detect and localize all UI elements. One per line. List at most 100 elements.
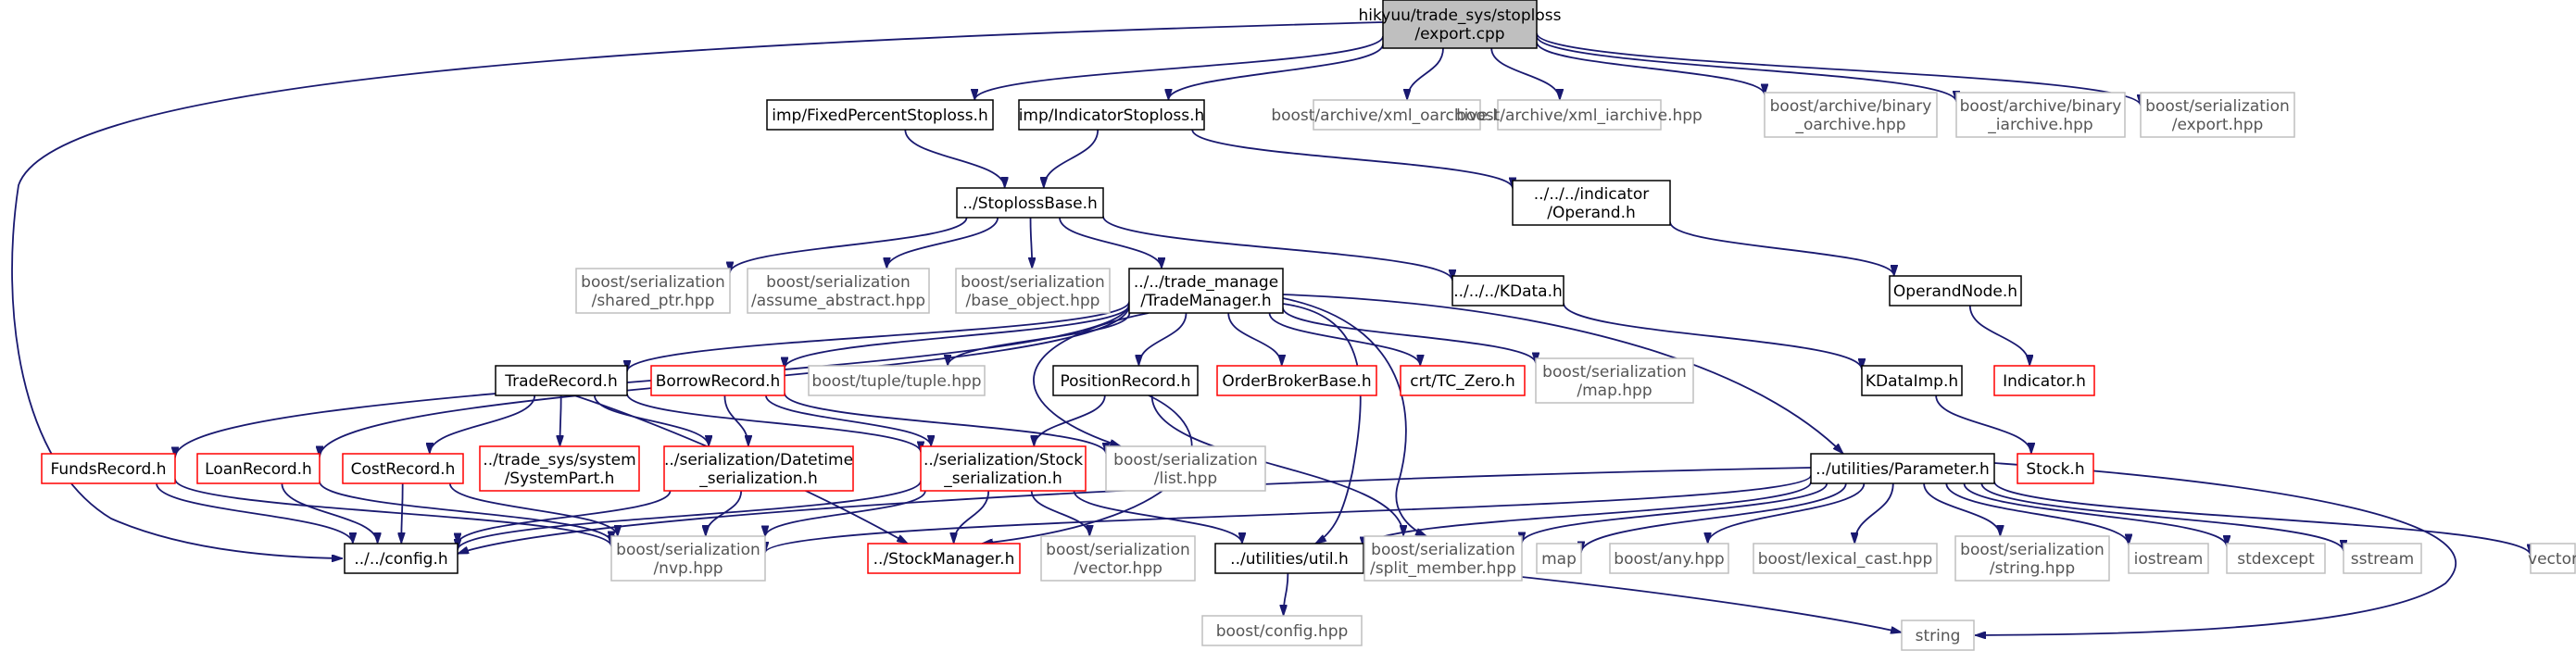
- edge-trademanager-to-parameter: [1282, 294, 1843, 454]
- node-box: [1040, 535, 1196, 582]
- node-label: iostream: [2134, 550, 2204, 569]
- node-trademanager[interactable]: ../../trade_manage/TradeManager.h: [1128, 268, 1284, 314]
- node-label: _serialization.h: [698, 469, 817, 488]
- node-label: boost/archive/binary: [1960, 97, 2122, 116]
- edge-parameter-to-vector: [1993, 481, 2531, 557]
- node-loanrecord[interactable]: LoanRecord.h: [196, 453, 320, 484]
- node-label: crt/TC_Zero.h: [1410, 372, 1515, 391]
- node-datetime_ser[interactable]: ../serialization/Datetime_serialization.…: [663, 445, 854, 492]
- node-positionrecord[interactable]: PositionRecord.h: [1052, 365, 1199, 396]
- edge-parameter-to-sstream: [1980, 482, 2344, 552]
- node-stoplossbase[interactable]: ../StoplossBase.h: [956, 187, 1104, 219]
- node-operand[interactable]: ../../../indicator/Operand.h: [1512, 180, 1671, 226]
- edge-stoplossbase-to-trademanager: [1059, 217, 1162, 269]
- node-boost_config: boost/config.hpp: [1201, 615, 1363, 646]
- edge-stoplossbase-to-assume_abstract: [886, 217, 999, 269]
- node-kdataimp[interactable]: KDataImp.h: [1861, 365, 1963, 396]
- node-box: [2226, 543, 2326, 574]
- edge-operand-to-operandnode: [1669, 221, 1894, 277]
- node-box: [1400, 365, 1526, 396]
- edge-indstop-to-operand: [1191, 129, 1513, 189]
- node-xml_iarchive: boost/archive/xml_iarchive.hpp: [1456, 99, 1703, 131]
- node-label: /split_member.hpp: [1370, 559, 1516, 578]
- edge-parameter-to-split_member: [1522, 482, 1828, 544]
- node-box: [2140, 92, 2295, 138]
- node-fundsrecord[interactable]: FundsRecord.h: [41, 453, 176, 484]
- node-label: ../../config.h: [354, 550, 447, 569]
- edge-fixed-to-stoplossbase: [904, 129, 1004, 189]
- node-label: boost/archive/binary: [1770, 97, 1932, 116]
- node-box: [808, 365, 986, 396]
- node-stock_ser[interactable]: ../serialization/Stock_serialization.h: [920, 445, 1087, 492]
- edge-parameter-to-nvp_hpp: [765, 474, 1812, 554]
- node-box: [1313, 99, 1481, 131]
- node-label: ../utilities/Parameter.h: [1816, 460, 1990, 479]
- node-indstop[interactable]: imp/IndicatorStoploss.h: [1018, 99, 1205, 131]
- node-box: [1018, 99, 1205, 131]
- edge-root-to-xml_oarchive: [1407, 47, 1444, 101]
- node-label: boost/serialization: [961, 273, 1105, 292]
- node-indicator[interactable]: Indicator.h: [1993, 365, 2095, 396]
- node-box: [1609, 543, 1729, 574]
- edge-traderecord-to-systempart: [560, 394, 561, 446]
- edge-root-to-bin_iarchive: [1536, 35, 1956, 103]
- node-label: /export.cpp: [1414, 25, 1504, 44]
- node-box: [1363, 535, 1523, 582]
- node-box: [2017, 453, 2094, 484]
- edge-indstop-to-stoplossbase: [1044, 129, 1100, 189]
- node-label: ../../trade_manage: [1134, 273, 1278, 292]
- node-tczero[interactable]: crt/TC_Zero.h: [1400, 365, 1526, 396]
- node-label: CostRecord.h: [351, 460, 456, 479]
- node-parameter[interactable]: ../utilities/Parameter.h: [1810, 453, 1995, 484]
- node-util_h[interactable]: ../utilities/util.h: [1214, 543, 1364, 574]
- edge-stock_ser-to-util_h: [1073, 490, 1243, 545]
- node-label: boost/serialization: [1371, 541, 1515, 559]
- node-config_h[interactable]: ../../config.h: [344, 543, 459, 574]
- node-label: LoanRecord.h: [205, 460, 312, 479]
- node-vector: vector: [2528, 543, 2576, 574]
- node-base_object: boost/serialization/base_object.hpp: [955, 268, 1111, 314]
- node-systempart[interactable]: ../trade_sys/system/SystemPart.h: [479, 445, 640, 492]
- node-label: TradeRecord.h: [504, 372, 617, 391]
- node-label: /list.hpp: [1154, 469, 1217, 488]
- node-label: /vector.hpp: [1074, 559, 1162, 578]
- node-label: /base_object.hpp: [966, 292, 1100, 310]
- node-label: sstream: [2351, 550, 2414, 569]
- node-box: [1216, 365, 1377, 396]
- node-box: [1810, 453, 1995, 484]
- edge-kdataimp-to-stock_h: [1935, 394, 2031, 455]
- edge-parameter-to-string_hpp: [1923, 482, 2000, 537]
- node-label: _serialization.h: [943, 469, 1062, 488]
- node-operandnode[interactable]: OperandNode.h: [1889, 275, 2022, 307]
- node-stock_h[interactable]: Stock.h: [2017, 453, 2094, 484]
- node-label: boost/tuple/tuple.hpp: [811, 372, 981, 391]
- node-box: [747, 268, 930, 314]
- node-iostream: iostream: [2128, 543, 2209, 574]
- edge-trademanager-to-list_hpp: [1033, 312, 1150, 447]
- node-root[interactable]: hikyuu/trade_sys/stoploss/export.cpp: [1359, 0, 1562, 49]
- node-sstream: sstream: [2343, 543, 2422, 574]
- node-label: boost/serialization: [616, 541, 760, 559]
- node-label: BorrowRecord.h: [656, 372, 781, 391]
- node-label: ../serialization/Datetime: [664, 451, 853, 469]
- node-costrecord[interactable]: CostRecord.h: [342, 453, 464, 484]
- node-box: [766, 99, 994, 131]
- edge-operandnode-to-indicator: [1968, 305, 2029, 367]
- edge-traderecord-to-costrecord: [430, 394, 536, 455]
- node-kdata[interactable]: ../../../KData.h: [1451, 275, 1564, 307]
- node-label: _oarchive.hpp: [1794, 116, 1905, 134]
- node-list_hpp: boost/serialization/list.hpp: [1105, 445, 1266, 492]
- node-label: vector: [2528, 550, 2576, 569]
- node-label: imp/FixedPercentStoploss.h: [772, 106, 987, 125]
- node-fixed[interactable]: imp/FixedPercentStoploss.h: [766, 99, 994, 131]
- node-map_hpp: boost/serialization/map.hpp: [1535, 357, 1694, 404]
- node-orderbroker[interactable]: OrderBrokerBase.h: [1216, 365, 1377, 396]
- edge-borrowrecord-to-list_hpp: [784, 393, 1106, 455]
- node-borrowrecord[interactable]: BorrowRecord.h: [650, 365, 785, 396]
- node-stockmanager[interactable]: ../StockManager.h: [867, 543, 1021, 574]
- node-lexical_cast: boost/lexical_cast.hpp: [1753, 543, 1938, 574]
- node-box: [1105, 445, 1266, 492]
- edge-stock_ser-to-vector_hpp: [1030, 490, 1090, 537]
- node-box: [1889, 275, 2022, 307]
- node-traderecord[interactable]: TradeRecord.h: [495, 365, 628, 396]
